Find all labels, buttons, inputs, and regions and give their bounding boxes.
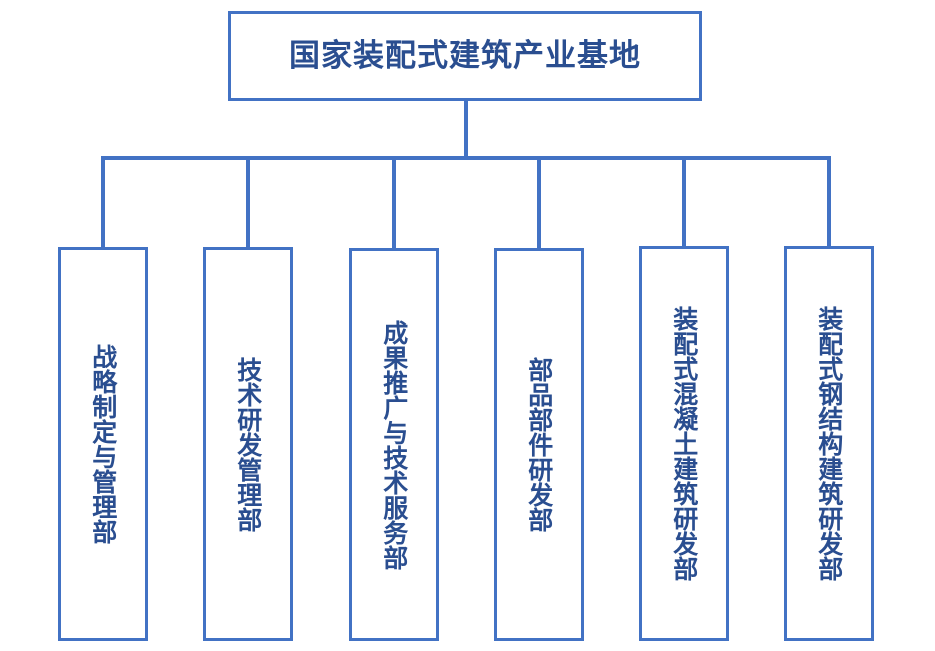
- connector-drop-6: [827, 156, 831, 247]
- connector-horizontal-bus: [101, 156, 831, 160]
- org-node-child-5-label: 装配式混凝土建筑研发部: [669, 306, 699, 581]
- org-node-child-2[interactable]: 技术研发管理部: [203, 247, 293, 641]
- org-node-child-1-label: 战略制定与管理部: [88, 344, 118, 544]
- org-node-child-6[interactable]: 装配式钢结构建筑研发部: [784, 246, 874, 641]
- org-node-child-2-label: 技术研发管理部: [233, 356, 263, 532]
- org-node-child-3[interactable]: 成果推广与技术服务部: [349, 248, 439, 641]
- org-node-child-4-label: 部品部件研发部: [524, 357, 554, 532]
- org-node-child-6-label: 装配式钢结构建筑研发部: [814, 306, 844, 581]
- org-node-child-5[interactable]: 装配式混凝土建筑研发部: [639, 246, 729, 641]
- org-node-child-1[interactable]: 战略制定与管理部: [58, 247, 148, 641]
- connector-drop-1: [101, 156, 105, 248]
- connector-drop-3: [392, 156, 396, 249]
- org-node-child-3-label: 成果推广与技术服务部: [379, 319, 409, 570]
- org-node-child-4[interactable]: 部品部件研发部: [494, 248, 584, 641]
- connector-root-stem: [464, 100, 468, 160]
- connector-drop-4: [537, 156, 541, 249]
- org-node-root[interactable]: 国家装配式建筑产业基地: [228, 11, 702, 101]
- connector-drop-5: [682, 156, 686, 247]
- org-node-root-label: 国家装配式建筑产业基地: [289, 37, 641, 74]
- connector-drop-2: [246, 156, 250, 248]
